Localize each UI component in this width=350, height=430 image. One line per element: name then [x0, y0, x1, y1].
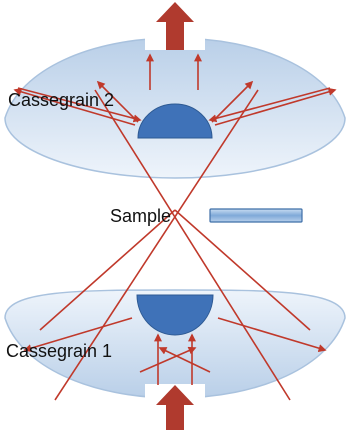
label-cassegrain-2: Cassegrain 2: [8, 90, 114, 110]
label-sample: Sample: [110, 206, 171, 226]
cassegrain-1-secondary-mirror: [136, 294, 214, 336]
input-beam-arrow: [156, 385, 194, 430]
output-beam-arrow: [156, 2, 194, 50]
sample-slab: [209, 208, 303, 223]
cassegrain-2-secondary-mirror: [137, 103, 213, 139]
label-cassegrain-1: Cassegrain 1: [6, 341, 112, 361]
cassegrain-1-dome: [4, 289, 346, 399]
ray-paths: [39, 89, 311, 401]
top-reflection-arrows: [13, 53, 337, 126]
bottom-reflection-arrows: [23, 317, 327, 385]
